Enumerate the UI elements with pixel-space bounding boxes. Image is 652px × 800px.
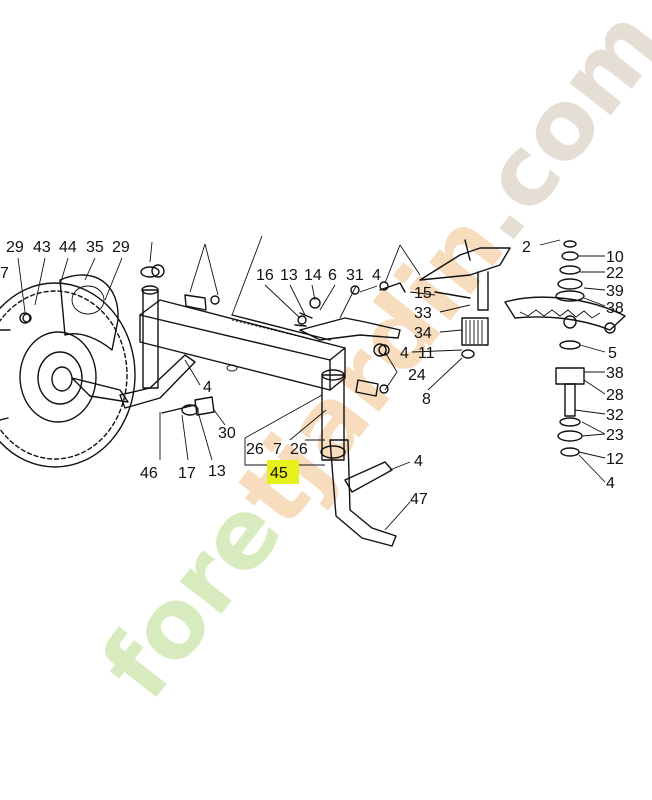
callout-label: 13 <box>208 463 226 480</box>
callout-label-highlighted: 45 <box>270 465 288 482</box>
callout-label: 29 <box>6 239 24 256</box>
callout-label: 31 <box>346 267 364 284</box>
callout-label: 17 <box>178 465 196 482</box>
callout-label: 16 <box>256 267 274 284</box>
callout-label: 38 <box>606 365 624 382</box>
callout-label: 8 <box>422 391 431 408</box>
callout-label: 28 <box>606 387 624 404</box>
callout-label: 22 <box>606 265 624 282</box>
leader-lines <box>17 235 606 531</box>
callout-label: 47 <box>410 491 428 508</box>
callout-label: 7 <box>273 441 282 458</box>
callout-label: 35 <box>86 239 104 256</box>
callout-label: 4 <box>414 453 423 470</box>
callout-label: 4 <box>400 345 409 362</box>
callout-label: 34 <box>414 325 432 342</box>
callout-label: 5 <box>608 345 617 362</box>
callout-label: 6 <box>328 267 337 284</box>
callout-label: 11 <box>418 345 435 362</box>
callout-label: 30 <box>218 425 236 442</box>
callout-label: 43 <box>33 239 51 256</box>
callout-label: 38 <box>606 300 624 317</box>
callout-label: 10 <box>606 249 624 266</box>
callout-label: 24 <box>408 367 426 384</box>
callout-label: 26 <box>290 441 308 458</box>
callout-label: 33 <box>414 305 432 322</box>
callout-label: 2 <box>522 239 531 256</box>
watermark-text: foretjardin.com <box>80 0 652 719</box>
front-wheel <box>0 274 136 468</box>
callout-label: 7 <box>0 265 9 282</box>
callout-label: 32 <box>606 407 624 424</box>
callout-label: 26 <box>246 441 264 458</box>
highlight-box <box>267 460 299 484</box>
callout-labels: 29 43 44 35 29 16 13 14 6 31 4 15 33 34 … <box>0 239 624 508</box>
watermark: foretjardin.com <box>80 0 652 719</box>
front-axle-beam <box>22 239 511 547</box>
callout-label: 13 <box>280 267 298 284</box>
callout-label: 23 <box>606 427 624 444</box>
callout-label: 14 <box>304 267 322 284</box>
callout-label: 4 <box>606 475 615 492</box>
callout-label: 44 <box>59 239 77 256</box>
callout-label: 29 <box>112 239 130 256</box>
callout-label: 39 <box>606 283 624 300</box>
callout-label: 15 <box>414 285 432 302</box>
callout-label: 4 <box>203 379 212 396</box>
callout-label: 12 <box>606 451 624 468</box>
callout-label: 46 <box>140 465 158 482</box>
callout-label: 4 <box>372 267 381 284</box>
